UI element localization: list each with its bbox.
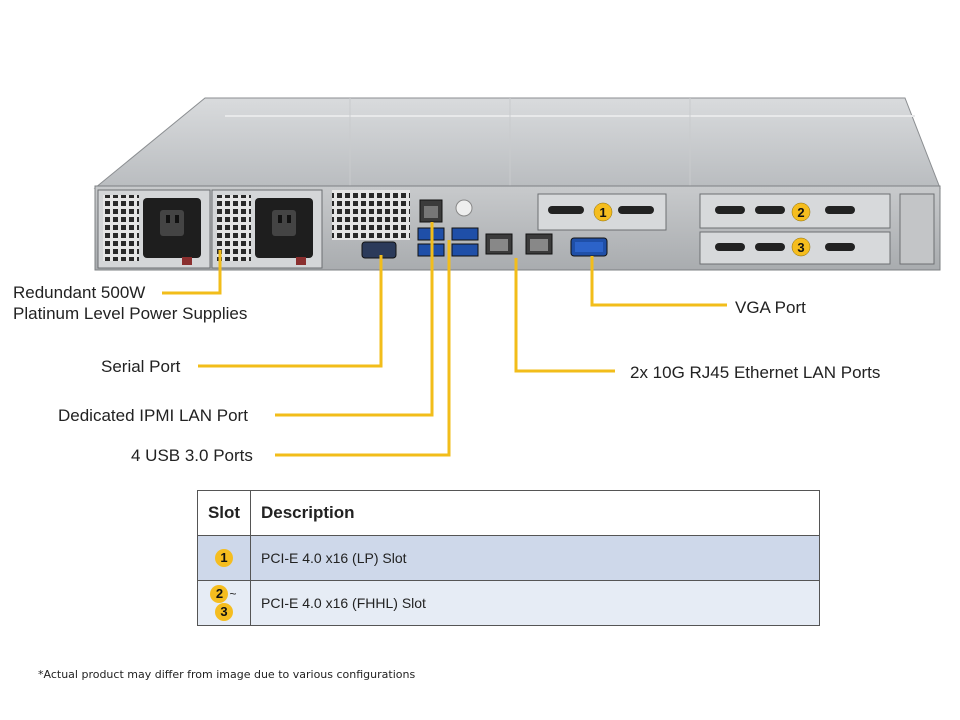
serial-port (361, 241, 397, 259)
svg-text:2: 2 (797, 205, 804, 220)
description-cell: PCI-E 4.0 x16 (FHHL) Slot (250, 580, 820, 626)
usb-port (451, 227, 479, 241)
column-header-description: Description (250, 490, 820, 536)
io-panel (332, 190, 608, 259)
table-row: 1 PCI-E 4.0 x16 (LP) Slot (197, 535, 820, 581)
label-vga-port: VGA Port (735, 298, 806, 317)
label-serial-port: Serial Port (101, 357, 181, 376)
slot-table: Slot Description 1 PCI-E 4.0 x16 (LP) Sl… (197, 490, 820, 626)
svg-text:1: 1 (599, 205, 606, 220)
callout-line-psu (162, 250, 222, 295)
slot-badge: 1 (215, 549, 233, 567)
column-header-slot: Slot (197, 490, 251, 536)
slot-marker-2: 2 (791, 202, 811, 222)
power-supply-bay (97, 189, 323, 269)
svg-text:3: 3 (797, 240, 804, 255)
label-usb-ports: 4 USB 3.0 Ports (131, 446, 253, 465)
callout-line-vga (590, 256, 727, 307)
label-psu-line1: Redundant 500W (13, 283, 146, 302)
table-row: 2~3 PCI-E 4.0 x16 (FHHL) Slot (197, 580, 820, 626)
callout-lines (162, 222, 727, 457)
id-button-icon (455, 199, 473, 217)
vent-grille (332, 190, 410, 240)
description-cell: PCI-E 4.0 x16 (LP) Slot (250, 535, 820, 581)
footnote: *Actual product may differ from image du… (38, 668, 416, 681)
label-lan-ports: 2x 10G RJ45 Ethernet LAN Ports (630, 363, 881, 382)
callout-line-lan (514, 258, 615, 373)
label-ipmi-port: Dedicated IPMI LAN Port (58, 406, 248, 425)
table-header-row: Slot Description (197, 490, 820, 536)
slot-cell: 1 (197, 535, 251, 581)
slot-marker-3: 3 (791, 237, 811, 257)
slot-marker-1: 1 (593, 202, 613, 222)
slot-cell: 2~3 (197, 580, 251, 626)
callout-line-serial (198, 255, 383, 368)
callout-line-usb (275, 240, 451, 457)
usb-port (451, 243, 479, 257)
label-psu-line2: Platinum Level Power Supplies (13, 304, 248, 323)
callout-line-ipmi (275, 222, 434, 417)
slot-badge: 3 (215, 603, 233, 621)
range-separator: ~ (229, 587, 237, 601)
expansion-slots (537, 193, 935, 265)
slot-badge: 2 (210, 585, 229, 603)
